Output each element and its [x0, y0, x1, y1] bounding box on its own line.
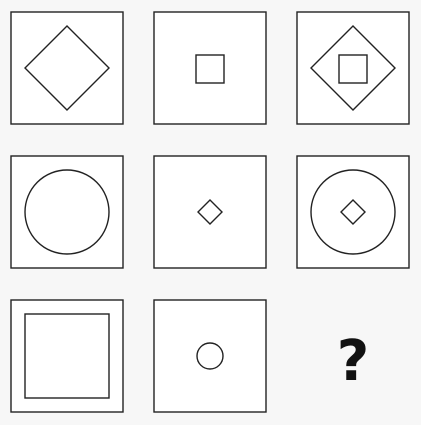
large-diamond-shape: [310, 25, 396, 111]
cell-frame: [10, 11, 124, 125]
large-circle-shape: [310, 169, 396, 255]
cell-r3-c2: [153, 299, 267, 413]
cell-r1-c1: [10, 11, 124, 125]
cell-frame: [10, 299, 124, 413]
cell-r2-c3: [296, 155, 410, 269]
small-square-shape: [338, 54, 368, 84]
small-diamond-shape: [340, 199, 366, 225]
small-diamond-shape: [197, 199, 223, 225]
large-circle-shape: [24, 169, 110, 255]
cell-r2-c1: [10, 155, 124, 269]
small-circle-shape: [196, 342, 224, 370]
missing-answer-question-mark: ?: [337, 329, 369, 394]
cell-r1-c3: [296, 11, 410, 125]
cell-r3-c1: [10, 299, 124, 413]
cell-frame: [296, 155, 410, 269]
cell-frame: [10, 155, 124, 269]
cell-frame: [296, 11, 410, 125]
cell-frame: [153, 155, 267, 269]
large-square-shape: [24, 313, 110, 399]
small-square-shape: [195, 54, 225, 84]
cell-frame: [153, 299, 267, 413]
cell-frame: [153, 11, 267, 125]
large-diamond-shape: [24, 25, 110, 111]
cell-r1-c2: [153, 11, 267, 125]
cell-r3-c3: ?: [337, 329, 369, 394]
cell-r2-c2: [153, 155, 267, 269]
